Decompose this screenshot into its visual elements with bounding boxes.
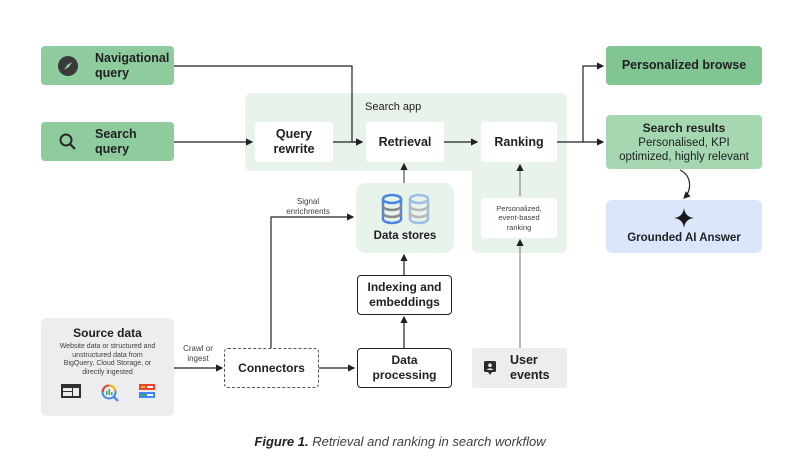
personalized-ranking-label-2: event-based — [498, 213, 540, 223]
ranking-to-outputs-line — [557, 62, 605, 143]
bigquery-icon — [100, 383, 120, 408]
search-query-label-2: query — [95, 141, 130, 156]
connectors-box: Connectors — [224, 348, 319, 388]
retrieval-label: Retrieval — [378, 134, 432, 149]
website-icon — [60, 383, 82, 408]
connectors-label: Connectors — [238, 360, 305, 375]
navigational-query-label-1: Navigational — [95, 50, 170, 65]
caption-prefix: Figure 1. — [254, 434, 309, 449]
user-feedback-icon — [484, 361, 496, 375]
search-app-title: Search app — [365, 101, 422, 113]
compass-icon — [57, 55, 79, 77]
database-icon — [380, 193, 431, 225]
personalized-ranking-label-3: ranking — [506, 222, 532, 232]
retrieval-box: Retrieval — [366, 122, 444, 162]
search-query-box: Search query — [41, 122, 174, 161]
data-stores-box: Data stores — [356, 183, 454, 253]
sparkle-icon — [674, 207, 694, 228]
indexing-label-2: embeddings — [369, 295, 440, 309]
personalized-browse-label: Personalized browse — [621, 58, 747, 72]
data-stores-label: Data stores — [373, 229, 437, 242]
user-events-label-1: User — [510, 353, 538, 367]
grounded-ai-label: Grounded AI Answer — [627, 231, 741, 244]
search-results-desc: Personalised, KPI optimized, highly rele… — [619, 136, 749, 163]
ranking-label: Ranking — [494, 134, 544, 149]
query-rewrite-label-1: Query — [275, 127, 313, 141]
caption-text: Retrieval and ranking in search workflow — [308, 434, 546, 449]
source-data-box: Source data Website data or structured a… — [41, 318, 174, 416]
ranking-box: Ranking — [481, 122, 557, 162]
figure-caption: Figure 1. Retrieval and ranking in searc… — [0, 434, 800, 449]
personalized-ranking-label-1: Personalized, — [496, 203, 542, 213]
source-data-icons — [60, 383, 156, 408]
query-rewrite-label-2: rewrite — [273, 142, 315, 156]
results-to-ai-line — [679, 169, 691, 199]
source-data-description: Website data or structured and unstructu… — [59, 343, 156, 376]
search-query-label-1: Search — [95, 126, 137, 141]
data-processing-label-2: processing — [372, 368, 437, 382]
navigational-query-box: Navigational query — [41, 46, 174, 85]
data-processing-label-1: Data — [391, 353, 418, 367]
indexing-label-1: Indexing and — [367, 280, 442, 294]
source-data-title: Source data — [73, 326, 142, 340]
cloud-storage-icon — [138, 383, 156, 408]
search-results-box: Search results Personalised, KPI optimiz… — [606, 115, 762, 169]
search-icon — [58, 132, 78, 152]
connectors-to-datastores-line — [270, 213, 355, 348]
personalized-browse-box: Personalized browse — [606, 46, 762, 85]
user-events-label-2: events — [510, 368, 550, 382]
navigational-query-label-2: query — [95, 65, 130, 80]
search-results-title: Search results — [642, 120, 726, 135]
grounded-ai-answer-box: Grounded AI Answer — [606, 200, 762, 253]
